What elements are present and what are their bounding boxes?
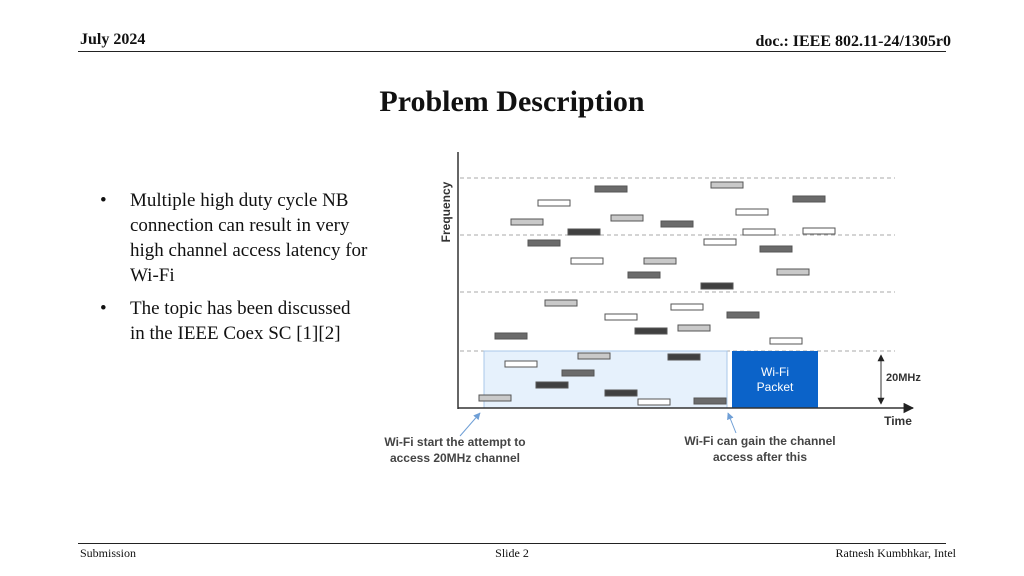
nb-burst (561, 369, 595, 377)
nb-burst (677, 324, 711, 332)
nb-burst (504, 360, 538, 368)
bullet-item: • Multiple high duty cycle NB connection … (98, 188, 368, 288)
bullet-dot: • (100, 298, 107, 319)
nb-burst (567, 228, 601, 236)
bullet-text: The topic has been discussed in the IEEE… (130, 298, 351, 344)
annotation-gain-access: Wi-Fi can gain the channel (684, 434, 835, 448)
nb-burst (802, 227, 836, 235)
nb-burst (510, 218, 544, 226)
footer-divider (78, 543, 946, 544)
nb-burst (660, 220, 694, 228)
nb-burst (478, 394, 512, 402)
channel-access-diagram: Wi-Fi Packet (384, 152, 921, 465)
header-divider (78, 51, 946, 52)
annotation-start-attempt: Wi-Fi start the attempt to (384, 435, 525, 449)
wifi-packet (732, 351, 818, 408)
y-axis-label: Frequency (439, 181, 453, 242)
nb-burst (769, 337, 803, 345)
nb-burst (594, 185, 628, 193)
footer-author: Ratnesh Kumbhkar, Intel (835, 546, 957, 560)
wifi-packet-label: Packet (757, 380, 794, 394)
bullet-text: Multiple high duty cycle NB connection c… (130, 190, 368, 286)
nb-burst (544, 299, 578, 307)
bullet-list: • Multiple high duty cycle NB connection … (98, 188, 368, 354)
nb-burst (776, 268, 810, 276)
footer-slide-number: Slide 2 (495, 546, 529, 560)
nb-burst (759, 245, 793, 253)
nb-bursts (478, 181, 836, 406)
nb-burst (527, 239, 561, 247)
nb-burst (670, 303, 704, 311)
nb-burst (535, 381, 569, 389)
nb-burst (710, 181, 744, 189)
annotation-start-attempt: access 20MHz channel (390, 451, 520, 465)
nb-burst (604, 313, 638, 321)
nb-burst (726, 311, 760, 319)
nb-burst (634, 327, 668, 335)
x-axis-label: Time (884, 414, 912, 428)
nb-burst (703, 238, 737, 246)
header-date: July 2024 (80, 31, 146, 48)
nb-burst (537, 199, 571, 207)
bullet-item: • The topic has been discussed in the IEE… (98, 296, 368, 346)
nb-burst (667, 353, 701, 361)
footer-submission: Submission (80, 546, 137, 560)
nb-burst (643, 257, 677, 265)
nb-burst (693, 397, 727, 405)
header-doc-id: doc.: IEEE 802.11-24/1305r0 (755, 33, 951, 50)
slide-title: Problem Description (379, 85, 645, 118)
annotation-gain-access: access after this (713, 450, 807, 464)
annotation-pointer (459, 412, 481, 437)
bullet-dot: • (100, 190, 107, 211)
nb-burst (570, 257, 604, 265)
nb-burst (735, 208, 769, 216)
nb-burst (637, 398, 671, 406)
nb-burst (792, 195, 826, 203)
bandwidth-label: 20MHz (886, 372, 921, 384)
nb-burst (494, 332, 528, 340)
nb-burst (610, 214, 644, 222)
nb-burst (604, 389, 638, 397)
nb-burst (627, 271, 661, 279)
wifi-packet-label: Wi-Fi (761, 365, 789, 379)
nb-burst (742, 228, 776, 236)
annotation-pointer (727, 412, 737, 434)
nb-burst (700, 282, 734, 290)
nb-burst (577, 352, 611, 360)
